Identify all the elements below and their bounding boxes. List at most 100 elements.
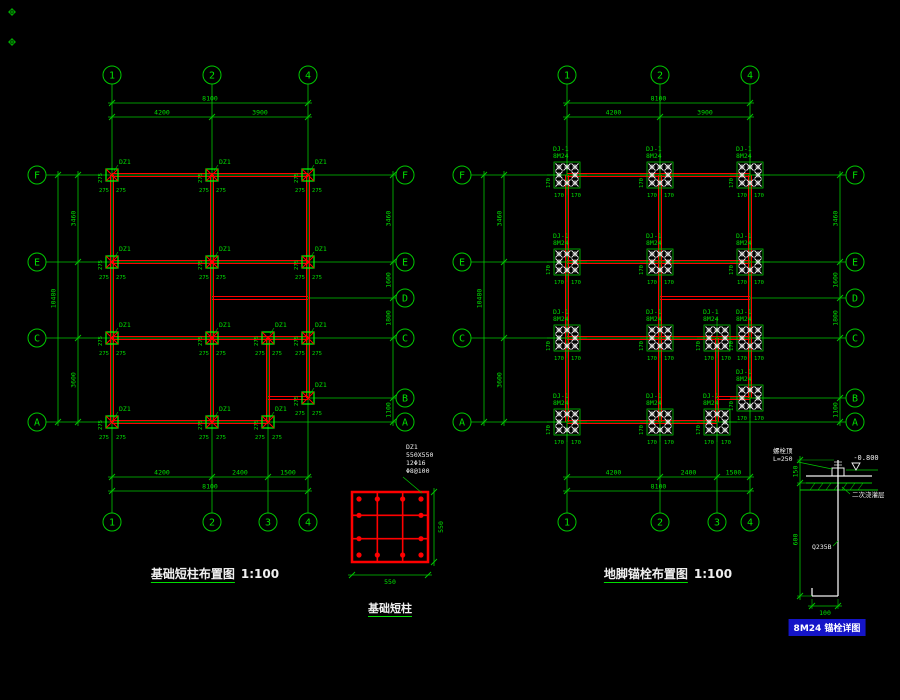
axis-circle [557, 512, 577, 532]
plan1-dim6-tick [389, 334, 397, 342]
anchor-bolt-mark [648, 171, 656, 179]
plan2-dim2-label: 4200 [606, 469, 622, 477]
column-offset-dim: 275 [198, 420, 204, 430]
anchor-bolt-circle [739, 387, 745, 393]
axis-circle-label: 4 [747, 71, 753, 82]
anchor-bolt-mark [648, 179, 656, 187]
bolt-offset-dim: 170 [639, 265, 645, 275]
anchor-bolt-circle [739, 164, 745, 170]
bolt-group-box [703, 408, 731, 436]
anchor-bolt-circle [572, 335, 578, 341]
column-offset-dim: 275 [116, 275, 126, 281]
column-square [105, 255, 119, 269]
column-label: DZ1 [275, 321, 287, 329]
anchor-bolt-mark [705, 418, 713, 426]
anchor-bolt-circle [572, 267, 578, 273]
plan1-dim5-tick [74, 334, 82, 342]
anchor-bolt-mark [648, 418, 656, 426]
plan2-dim6-tick [836, 334, 844, 342]
section-note-leader [402, 476, 423, 494]
axis-circle [395, 165, 415, 185]
bolt-offset-dim: 170 [664, 440, 674, 446]
plan2-dim6-tick [836, 258, 844, 266]
anchor-bolt-circle [722, 427, 728, 433]
anchor-bolt-circle [755, 335, 761, 341]
plan2-dim5-tick [500, 334, 508, 342]
rebar-dot [418, 536, 424, 542]
elevation-value: -0.800 [853, 454, 878, 462]
grout-hatch [825, 482, 832, 491]
anchor-bolt-circle [706, 419, 712, 425]
anchor-bolt-mark [664, 171, 672, 179]
bolt-group-box [553, 324, 581, 352]
plan1-dim0-tick [108, 99, 116, 107]
column-offset-dim: 275 [199, 275, 209, 281]
column-offset-dim: 275 [198, 173, 204, 183]
anchor-bolt-circle [706, 411, 712, 417]
anchor-bolt-mark [664, 179, 672, 187]
anchor-bolt-mark [705, 326, 713, 334]
bolt-offset-dim: 170 [696, 341, 702, 351]
anchor-bolt-circle [706, 335, 712, 341]
plan2-dim6-label: 1800 [832, 310, 840, 326]
anchor-bolt-mark [664, 258, 672, 266]
anchor-bolt-circle [572, 259, 578, 265]
anchor-bolt-circle [556, 343, 562, 349]
anchor-bolt-circle [556, 327, 562, 333]
column-offset-dim: 275 [254, 336, 260, 346]
column-offset-dim: 275 [98, 336, 104, 346]
anchor-bolt-mark [754, 266, 762, 274]
anchor-bolt-mark [648, 163, 656, 171]
plan1-dim5-label: 3460 [70, 211, 78, 227]
axis-circle-label: F [402, 171, 408, 182]
anchor-bolt-circle [665, 164, 671, 170]
anchor-bolt-circle [572, 172, 578, 178]
bolt-group-label: DJ-1 [553, 145, 569, 153]
anchor-bolt-circle [649, 343, 655, 349]
bolt-group-box [646, 324, 674, 352]
anchor-bolt-mark [746, 402, 754, 410]
anchor-bolt-mark [738, 258, 746, 266]
column-label: DZ1 [219, 158, 231, 166]
bolt-offset-dim: 170 [546, 341, 552, 351]
axis-circle [452, 412, 472, 432]
plan1-dim1-tick [208, 113, 216, 121]
anchor-bolt-mark [563, 326, 571, 334]
column-cross [261, 331, 275, 345]
page-mark [8, 38, 16, 46]
axis-circle-label: A [459, 418, 465, 429]
column-label-leader [113, 411, 119, 419]
axis-circle [452, 165, 472, 185]
column-offset-dim: 275 [99, 188, 109, 194]
plan2-dim2-tick [746, 473, 754, 481]
bolt-group-label: DJ-1 [646, 145, 662, 153]
anchor-bolt-circle [556, 419, 562, 425]
anchor-bolt-mark [705, 426, 713, 434]
anchor-bolt-circle [706, 427, 712, 433]
axis-circle [102, 512, 122, 532]
anchor-bolt-circle [739, 343, 745, 349]
section-note: DZ1 [406, 443, 418, 451]
anchor-bolt-mark [555, 426, 563, 434]
column-offset-dim: 275 [198, 336, 204, 346]
section-note: Φ8@100 [406, 467, 430, 475]
anchor-bolt-circle [739, 327, 745, 333]
note-steel: Q235B [812, 543, 832, 551]
axis-circle [27, 412, 47, 432]
bolt-group-label2: 8M24 [553, 239, 569, 247]
anchor-bolt-mark [721, 334, 729, 342]
anchor-bolt-circle [747, 164, 753, 170]
plan1-dim6-label: 1600 [385, 272, 393, 288]
plan1-dim6-label: 1100 [385, 402, 393, 418]
anchor-bolt-mark [738, 394, 746, 402]
bolt-group-label: DJ-1 [703, 392, 719, 400]
page-mark-circle [9, 39, 15, 45]
column-label-leader [309, 327, 315, 335]
anchor-bolt-circle [564, 180, 570, 186]
bolt-offset-dim: 170 [546, 178, 552, 188]
anchor-bolt-mark [664, 250, 672, 258]
anchor-bolt-mark [571, 410, 579, 418]
axis-circle [845, 165, 865, 185]
axis-circle [845, 388, 865, 408]
